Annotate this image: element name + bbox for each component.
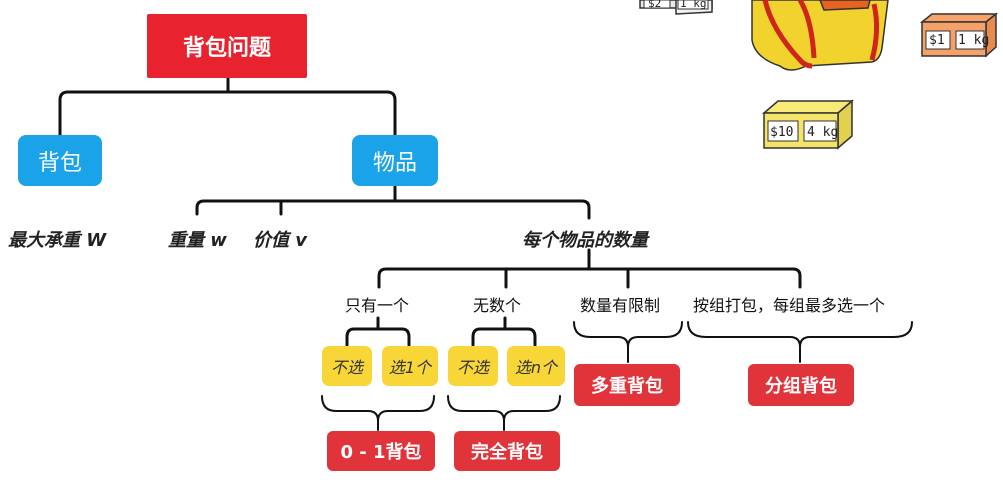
- box-top-left-price: $2: [648, 0, 661, 10]
- brace-group: [687, 321, 913, 348]
- backpack-node: 背包: [18, 135, 102, 186]
- item-weight-label: 重量 w: [168, 230, 227, 251]
- illustration: [639, 0, 999, 150]
- result-complete-knapsack: 完全背包: [454, 431, 560, 471]
- box-right-weight: 1 kg: [958, 33, 989, 48]
- choice-not-pick-b: 不选: [448, 346, 498, 386]
- root-node: 背包问题: [147, 14, 307, 78]
- box-bottom-weight: 4 kg: [807, 125, 838, 140]
- connector-root: [58, 76, 397, 137]
- result-multiple-knapsack: 多重背包: [574, 364, 680, 406]
- backpack-capacity-label: 最大承重 W: [8, 230, 107, 251]
- box-top-left-weight: 1 kg: [680, 0, 707, 10]
- result-zero-one-knapsack: 0 - 1背包: [327, 431, 435, 471]
- connector-count: [377, 248, 802, 289]
- category-limited: 数量有限制: [580, 296, 661, 315]
- choice-pick-n: 选n个: [507, 346, 565, 386]
- bag-body: [751, 0, 889, 71]
- brace-multiple: [573, 321, 683, 348]
- category-unlimited: 无数个: [473, 296, 522, 315]
- box-bottom-price: $10: [770, 125, 793, 140]
- item-value-label: 价值 v: [253, 230, 307, 251]
- illustration-labels: $1 1 kg $10 4 kg $2 1 kg: [643, 0, 989, 142]
- connector-items: [195, 185, 591, 220]
- connector-only-one: [345, 316, 411, 347]
- choice-not-pick-a: 不选: [322, 346, 372, 386]
- brace-zero-one: [321, 395, 435, 422]
- connector-unlimited: [471, 316, 537, 347]
- result-group-knapsack: 分组背包: [748, 364, 854, 406]
- items-node: 物品: [352, 135, 438, 186]
- category-only-one: 只有一个: [345, 296, 410, 315]
- box-right-price: $1: [929, 33, 945, 48]
- brace-complete: [447, 395, 561, 422]
- choice-pick-one: 选1个: [382, 346, 438, 386]
- item-count-label: 每个物品的数量: [522, 230, 648, 251]
- category-grouped: 按组打包，每组最多选一个: [693, 296, 886, 315]
